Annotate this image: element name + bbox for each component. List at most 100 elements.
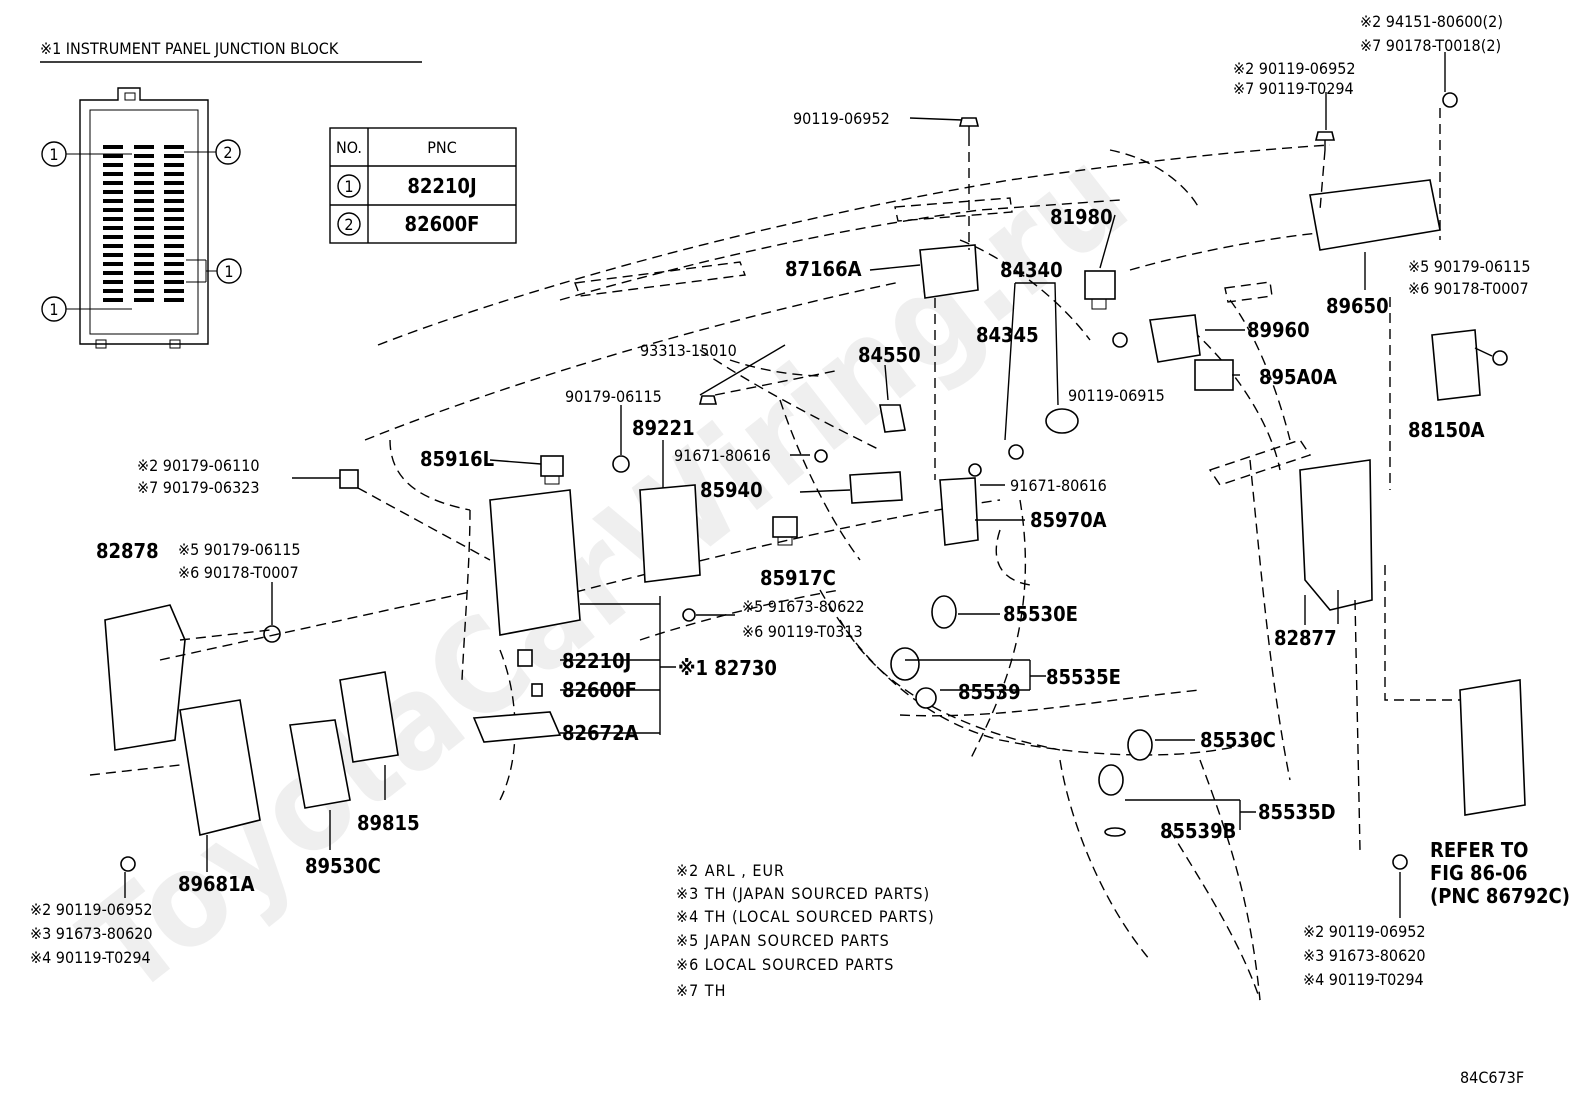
ecu-89530c xyxy=(289,719,351,809)
junction-block-drawing xyxy=(79,87,209,349)
fuse-slot xyxy=(134,271,154,275)
clip-icon xyxy=(339,469,359,489)
label-91671-80616: 91671-80616 xyxy=(674,446,771,465)
fuse-slot xyxy=(103,190,123,194)
label-refer-to: REFER TO xyxy=(1430,838,1528,862)
part-labels: ※2 94151-80600(2) ※7 90178-T0018(2) ※2 9… xyxy=(30,12,1570,989)
fuse-slot xyxy=(164,244,184,248)
fuse-slot xyxy=(134,145,154,149)
module-89650 xyxy=(1309,179,1441,251)
label-90179-06115: ※5 90179-06115 xyxy=(178,540,301,559)
label-89815: 89815 xyxy=(357,811,420,835)
note-line: ※5 JAPAN SOURCED PARTS xyxy=(676,931,890,950)
label-90119-t0294: ※7 90119-T0294 xyxy=(1233,79,1354,98)
note-line: ※3 TH (JAPAN SOURCED PARTS) xyxy=(676,884,930,903)
table-header-pnc: PNC xyxy=(427,138,457,157)
relay-85917c xyxy=(772,516,798,546)
fuse-slot xyxy=(164,208,184,212)
fuse-slot xyxy=(103,253,123,257)
label-84345: 84345 xyxy=(976,323,1039,347)
bolt-icon xyxy=(814,449,828,463)
bolt-icon xyxy=(958,117,980,136)
module-87166a xyxy=(919,244,979,299)
pnc-table: NO. PNC 1 82210J 2 82600F xyxy=(329,127,517,244)
bracket-82878 xyxy=(104,604,186,751)
ecu-86792c xyxy=(1459,679,1526,816)
label-84340: 84340 xyxy=(1000,258,1063,282)
label-90119-06952: ※2 90119-06952 xyxy=(1233,59,1356,78)
label-90179-06115: 90179-06115 xyxy=(565,387,662,406)
bulb-85539 xyxy=(915,687,937,709)
fuse-slot xyxy=(134,154,154,158)
relay-81980 xyxy=(1084,270,1116,310)
label-90119-t0294: ※4 90119-T0294 xyxy=(1303,970,1424,989)
fuse-slot xyxy=(103,217,123,221)
nut-icon xyxy=(1492,350,1508,366)
label-85916l: 85916L xyxy=(420,447,494,471)
label-85530e: 85530E xyxy=(1003,602,1078,626)
fuse-slot xyxy=(103,298,123,302)
label-82210j: 82210J xyxy=(562,649,631,673)
note-line: ※4 TH (LOCAL SOURCED PARTS) xyxy=(676,907,935,926)
label-84550: 84550 xyxy=(858,343,921,367)
label-89960: 89960 xyxy=(1247,318,1310,342)
junction-block-82730 xyxy=(489,489,581,636)
fuse-slot xyxy=(164,298,184,302)
fuse-slot xyxy=(103,145,123,149)
fuse-slot xyxy=(103,289,123,293)
fuse-slot xyxy=(103,235,123,239)
lamp-85530c xyxy=(1127,729,1153,761)
fuse-slot xyxy=(164,190,184,194)
fuse-slot xyxy=(164,271,184,275)
table-row-pnc: 82600F xyxy=(405,212,480,236)
bolt-icon xyxy=(1112,332,1128,348)
fuse-slot xyxy=(134,280,154,284)
callout-2: 2 xyxy=(223,143,232,162)
table-row-no: 1 xyxy=(344,177,353,196)
label-90178-t0007: ※6 90178-T0007 xyxy=(178,563,299,582)
table-header-no: NO. xyxy=(336,138,362,157)
leader-lines xyxy=(89,52,1493,918)
cover-82672a xyxy=(472,711,562,743)
label-87166a: 87166A xyxy=(785,257,862,281)
label-895a0a: 895A0A xyxy=(1259,365,1337,389)
fuse-slot xyxy=(164,262,184,266)
fuse-slot xyxy=(164,280,184,284)
label-89221: 89221 xyxy=(632,416,695,440)
label-94151-80600: ※2 94151-80600(2) xyxy=(1360,12,1503,31)
fuse-slot xyxy=(103,199,123,203)
note-line: ※7 TH xyxy=(676,981,726,1000)
ecu-89221 xyxy=(639,484,701,583)
bracket-82877 xyxy=(1299,459,1373,611)
label-89530c: 89530C xyxy=(305,854,381,878)
fuse-slot xyxy=(134,262,154,266)
fuse-slot xyxy=(164,154,184,158)
label-93313-15010: 93313-15010 xyxy=(640,341,737,360)
fuse-slot xyxy=(103,271,123,275)
note-line: ※2 ARL , EUR xyxy=(676,861,785,880)
fuse-82600f xyxy=(531,683,543,697)
nut-icon xyxy=(612,455,630,473)
nut-icon xyxy=(1008,444,1024,460)
callout-1: 1 xyxy=(224,262,233,281)
module-88150a xyxy=(1431,329,1481,401)
fuse-slot xyxy=(103,172,123,176)
label-91673-80620: ※3 91673-80620 xyxy=(1303,946,1426,965)
fuse-slot xyxy=(134,172,154,176)
label-90119-06915: 90119-06915 xyxy=(1068,386,1165,405)
fuse-slot xyxy=(103,154,123,158)
label-85940: 85940 xyxy=(700,478,763,502)
fuse-grid xyxy=(103,145,184,302)
label-90178-t0018: ※7 90178-T0018(2) xyxy=(1360,36,1501,55)
module-895a0a xyxy=(1194,359,1234,391)
fuse-slot xyxy=(164,181,184,185)
fuse-slot xyxy=(103,163,123,167)
bolt-icon xyxy=(1314,131,1336,150)
label-91671-80616: 91671-80616 xyxy=(1010,476,1107,495)
table-row-no: 2 xyxy=(344,215,353,234)
relay-85916l xyxy=(540,455,564,485)
nut-icon xyxy=(1442,92,1458,108)
bolt-icon xyxy=(698,395,718,405)
figure-code: 84C673F xyxy=(1460,1068,1524,1087)
